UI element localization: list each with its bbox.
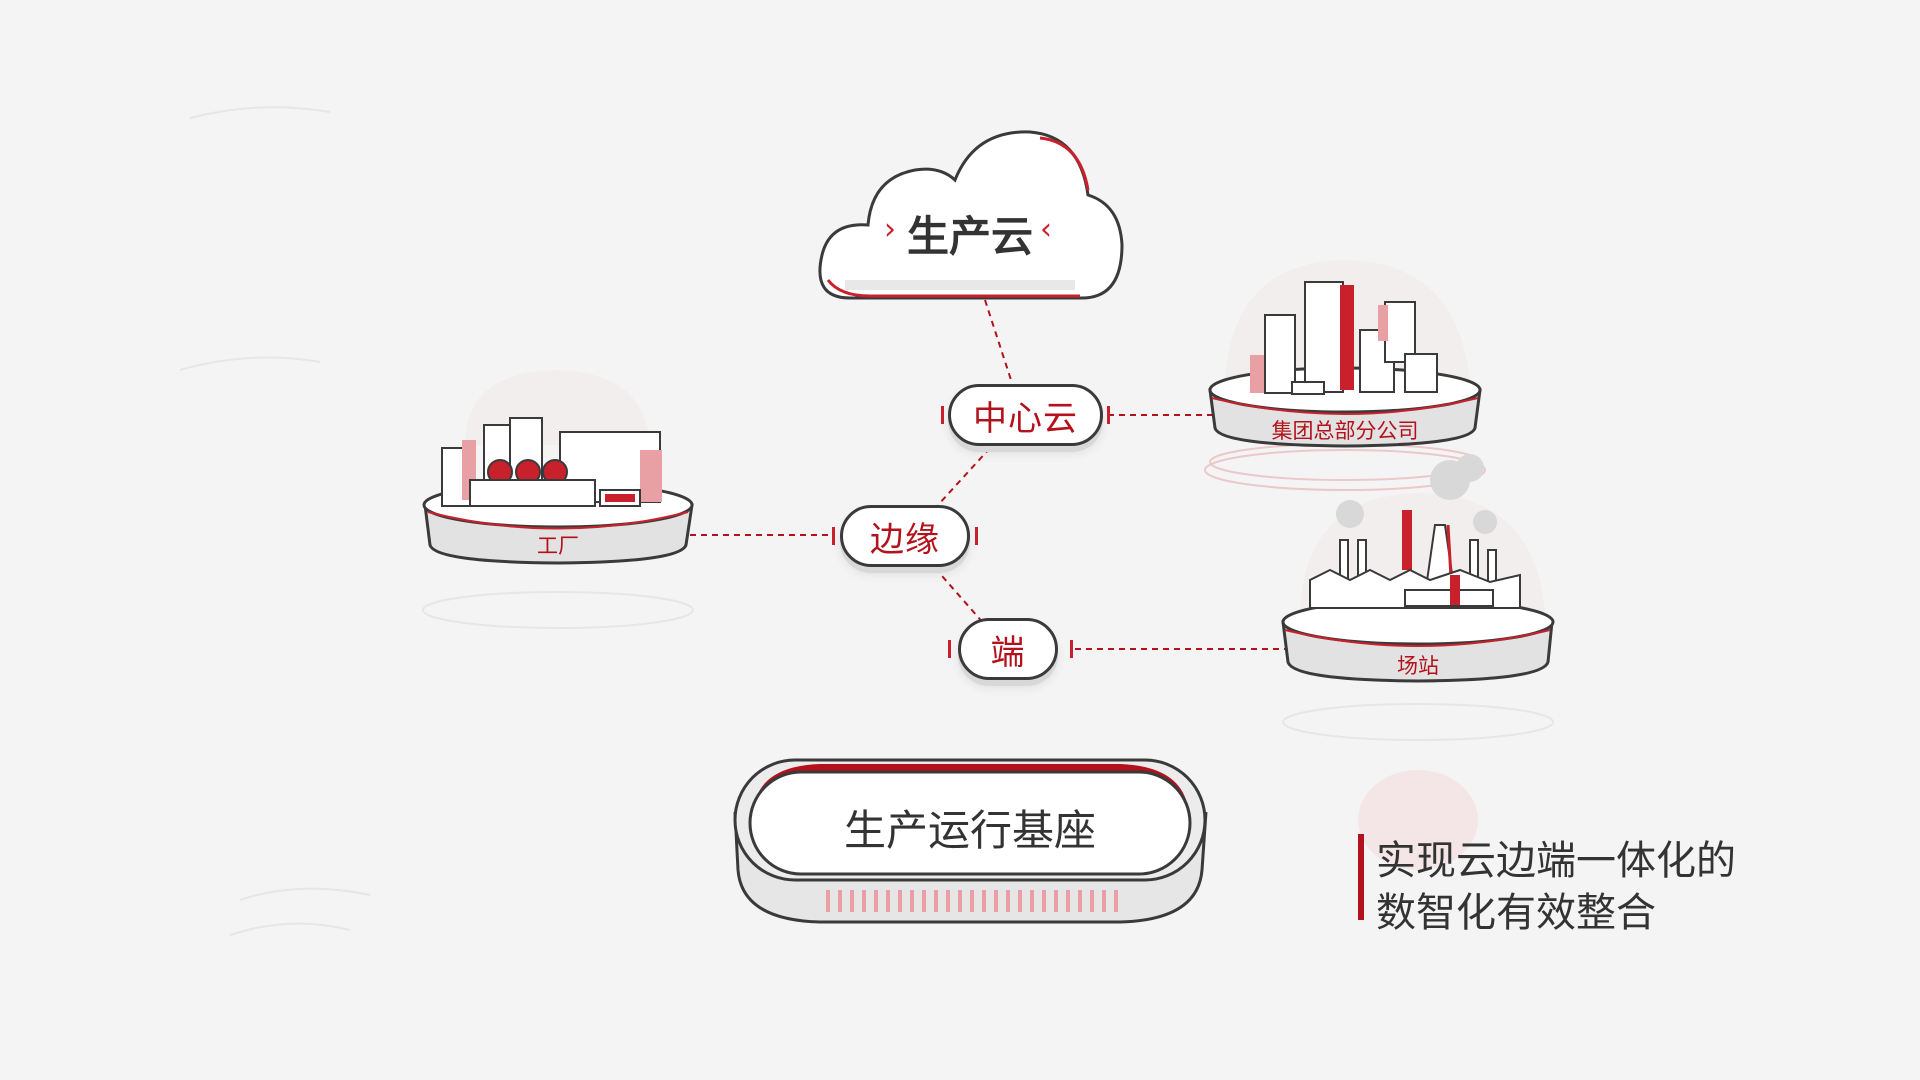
connector-edge-terminal — [934, 567, 986, 626]
edge-tick-right — [975, 527, 978, 545]
hq-island — [1204, 260, 1486, 491]
station-label: 场站 — [1397, 654, 1439, 678]
station-island — [1281, 454, 1555, 741]
factory-island — [422, 370, 694, 629]
cloud-icon — [818, 130, 1124, 300]
center-cloud-tick-left — [941, 406, 944, 424]
tagline-line-2: 数智化有效整合 — [1376, 890, 1656, 936]
cloud-chevron-right-icon: ‹ — [1040, 212, 1052, 247]
base-vent-lines — [826, 890, 1118, 912]
connector-center-edge — [937, 447, 991, 506]
cloud-node-label: 生产云 — [906, 212, 1033, 261]
background-decoration — [179, 106, 371, 936]
office-buildings-icon — [1250, 281, 1438, 395]
tagline-line-1: 实现云边端一体化的 — [1376, 838, 1736, 884]
edge-tick-left — [832, 527, 835, 545]
tagline-accent-bar — [1358, 834, 1364, 920]
hq-label: 集团总部分公司 — [1271, 419, 1419, 443]
terminal-tick-right — [1070, 640, 1073, 658]
center-cloud-node: 中心云 — [948, 384, 1103, 446]
terminal-node: 端 — [958, 618, 1058, 680]
tagline-glow — [1358, 770, 1478, 870]
terminal-tick-left — [948, 640, 951, 658]
power-station-icon — [1309, 454, 1521, 609]
center-cloud-tick-right — [1107, 406, 1110, 424]
factory-icon — [441, 417, 662, 507]
cloud-chevron-left-icon: › — [884, 212, 896, 247]
factory-label: 工厂 — [537, 534, 579, 558]
base-label: 生产运行基座 — [843, 806, 1096, 855]
connector-cloud-center — [984, 299, 1013, 384]
base-pedestal — [733, 758, 1208, 924]
edge-node: 边缘 — [840, 505, 970, 567]
connector-lines — [690, 299, 1287, 650]
